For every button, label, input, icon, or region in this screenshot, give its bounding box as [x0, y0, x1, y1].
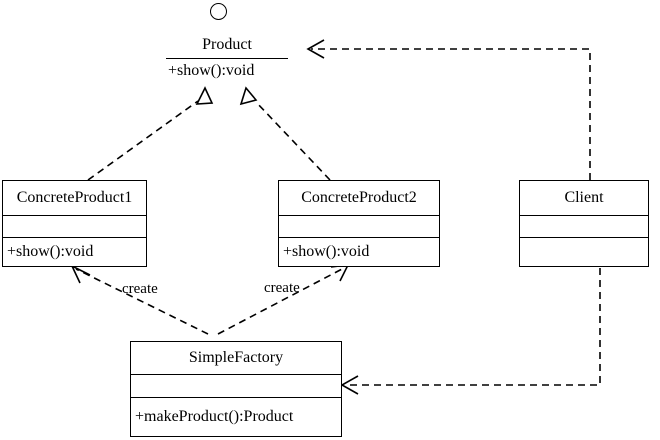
- open-arrowhead-create-right: [330, 264, 350, 282]
- class-client-attributes: [520, 216, 648, 238]
- connector-dependency-client-simplefactory: [340, 268, 601, 395]
- open-arrowhead-create-left: [70, 264, 91, 284]
- class-concreteproduct2-method: +show():void: [283, 243, 370, 260]
- class-product-name: Product: [202, 36, 252, 53]
- realization-line-left: [87, 100, 199, 181]
- class-concreteproduct2-attributes: [279, 216, 439, 238]
- open-arrowhead-client-simplefactory: [340, 375, 359, 395]
- class-simplefactory-name: SimpleFactory: [131, 342, 341, 375]
- class-concreteproduct1-name: ConcreteProduct1: [3, 181, 146, 216]
- product-interface-lollipop-icon: [210, 3, 227, 20]
- class-concreteproduct2-name: ConcreteProduct2: [279, 181, 439, 216]
- open-arrowhead-client-product: [306, 39, 325, 59]
- class-concreteproduct2[interactable]: ConcreteProduct2 +show():void: [278, 180, 440, 267]
- connector-realization-concreteproduct1-product: [87, 86, 214, 181]
- edge-label-create-right: create: [264, 280, 300, 296]
- edge-label-create-left: create: [122, 281, 158, 297]
- realization-line-right: [255, 101, 331, 181]
- class-concreteproduct1[interactable]: ConcreteProduct1 +show():void: [2, 180, 147, 267]
- class-client[interactable]: Client: [519, 180, 649, 267]
- create-line-left: [75, 268, 209, 335]
- create-line-right: [217, 267, 345, 335]
- connector-realization-concreteproduct2-product: [239, 86, 331, 181]
- client-simplefactory-line: [345, 268, 601, 386]
- class-concreteproduct1-attributes: [3, 216, 146, 238]
- class-simplefactory-attributes: [131, 375, 341, 398]
- hollow-triangle-arrowhead-right: [239, 86, 258, 106]
- class-product-method: +show():void: [168, 62, 255, 79]
- connector-dependency-simplefactory-concreteproduct1: [70, 264, 209, 335]
- client-product-line: [311, 48, 591, 180]
- class-concreteproduct1-method: +show():void: [7, 243, 94, 260]
- hollow-triangle-arrowhead-left: [195, 86, 214, 105]
- connector-dependency-simplefactory-concreteproduct2: [217, 264, 350, 335]
- connector-dependency-client-product: [306, 39, 591, 180]
- class-product-divider: [166, 58, 288, 59]
- class-product[interactable]: Product +show():void: [166, 32, 288, 82]
- class-simplefactory-method: +makeProduct():Product: [135, 408, 294, 425]
- class-simplefactory[interactable]: SimpleFactory +makeProduct():Product: [130, 341, 342, 437]
- class-client-methods: [520, 238, 648, 266]
- class-client-name: Client: [520, 181, 648, 216]
